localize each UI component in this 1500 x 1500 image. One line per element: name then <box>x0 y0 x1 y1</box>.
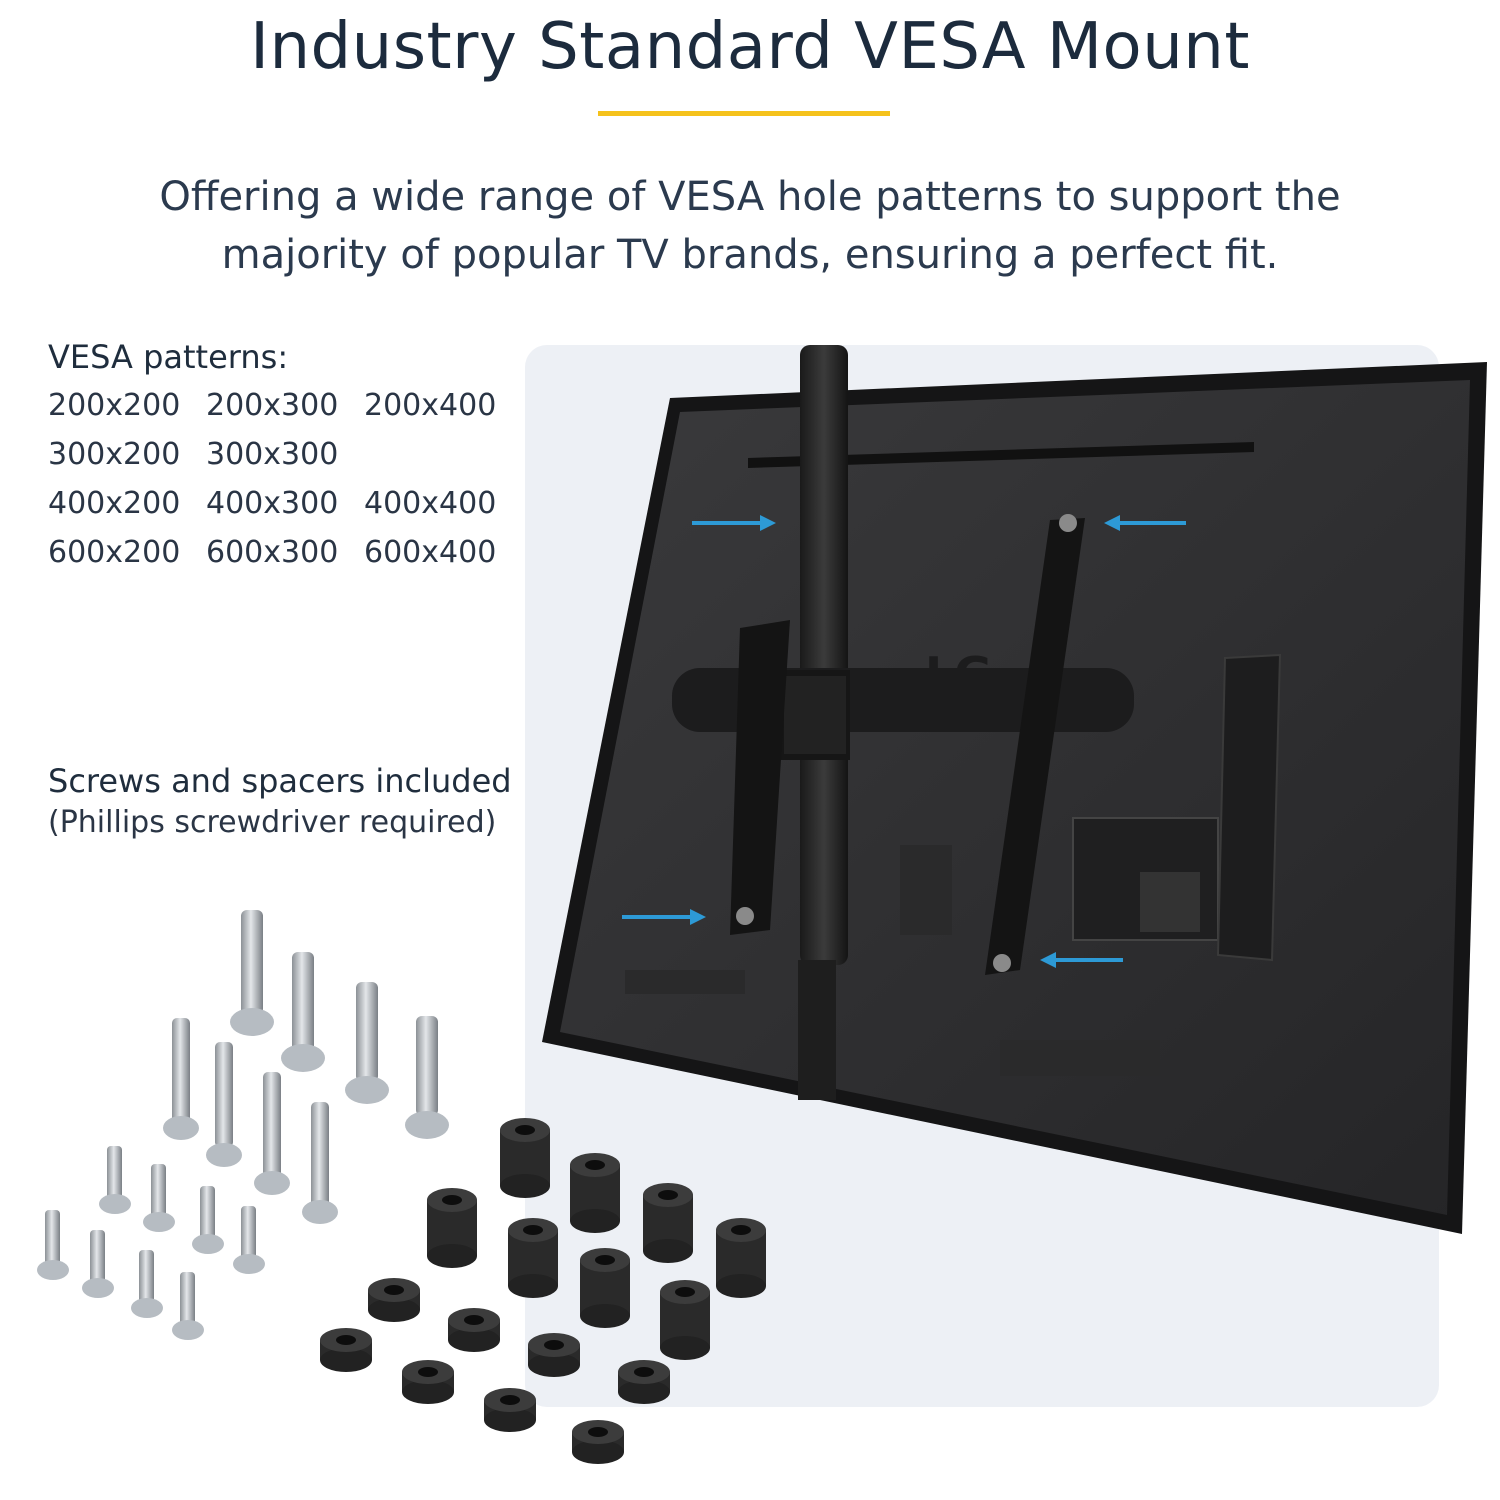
short-spacer-icon <box>484 1388 536 1432</box>
screw-icon <box>281 952 325 1072</box>
short-spacer-icon <box>572 1420 624 1464</box>
mount-point-arrows <box>622 515 1186 968</box>
screws-group <box>37 910 449 1340</box>
arrow-icon <box>622 909 706 925</box>
tall-spacer-icon <box>643 1183 693 1263</box>
screw-icon <box>254 1072 290 1195</box>
screw-icon <box>99 1146 131 1214</box>
page-title: Industry Standard VESA Mount <box>250 10 1250 84</box>
spacers-group <box>320 1118 766 1464</box>
tall-spacer-icon <box>580 1248 630 1328</box>
screw-icon <box>192 1186 224 1254</box>
arrow-icon <box>692 515 776 531</box>
short-spacer-icon <box>368 1278 420 1322</box>
arrow-icon <box>1040 952 1123 968</box>
screw-icon <box>206 1042 242 1167</box>
vesa-pattern: 400x400 <box>364 486 497 521</box>
subtitle: Offering a wide range of VESA hole patte… <box>100 168 1400 284</box>
screws-heading: Screws and spacers included <box>48 762 512 800</box>
short-spacer-icon <box>448 1308 500 1352</box>
screw-icon <box>233 1206 265 1274</box>
screw-icon <box>37 1210 69 1280</box>
vesa-pattern: 300x200 <box>48 437 181 472</box>
vesa-pattern: 400x300 <box>206 486 339 521</box>
tall-spacer-icon <box>427 1188 477 1268</box>
screw-icon <box>172 1272 204 1340</box>
subtitle-line-2: majority of popular TV brands, ensuring … <box>221 232 1279 278</box>
short-spacer-icon <box>618 1360 670 1404</box>
screw-icon <box>302 1102 338 1224</box>
vesa-pattern: 600x400 <box>364 535 497 570</box>
vesa-pattern: 600x300 <box>206 535 339 570</box>
screw-icon <box>230 910 274 1036</box>
vesa-pattern: 300x300 <box>206 437 339 472</box>
short-spacer-icon <box>402 1360 454 1404</box>
vesa-patterns-heading: VESA patterns: <box>48 338 289 376</box>
screw-icon <box>82 1230 114 1298</box>
screw-icon <box>345 982 389 1104</box>
screw-icon <box>143 1164 175 1232</box>
vesa-pattern: 200x200 <box>48 388 181 423</box>
tall-spacer-icon <box>716 1218 766 1298</box>
tall-spacer-icon <box>500 1118 550 1198</box>
tall-spacer-icon <box>660 1280 710 1360</box>
screwdriver-note: (Phillips screwdriver required) <box>48 805 497 840</box>
arrow-icon <box>1104 515 1186 531</box>
short-spacer-icon <box>528 1333 580 1377</box>
tall-spacer-icon <box>508 1218 558 1298</box>
vesa-pattern: 600x200 <box>48 535 181 570</box>
vesa-pattern: 400x200 <box>48 486 181 521</box>
subtitle-line-1: Offering a wide range of VESA hole patte… <box>159 174 1341 220</box>
short-spacer-icon <box>320 1328 372 1372</box>
screw-icon <box>131 1250 163 1318</box>
vesa-patterns-list: 200x200 200x300 200x400 300x200 300x300 … <box>48 388 522 584</box>
screw-icon <box>163 1018 199 1140</box>
tall-spacer-icon <box>570 1153 620 1233</box>
screw-icon <box>405 1016 449 1139</box>
ceiling-mount <box>672 345 1134 1100</box>
vesa-pattern: 200x300 <box>206 388 339 423</box>
title-underline <box>598 111 890 116</box>
vesa-pattern: 200x400 <box>364 388 497 423</box>
